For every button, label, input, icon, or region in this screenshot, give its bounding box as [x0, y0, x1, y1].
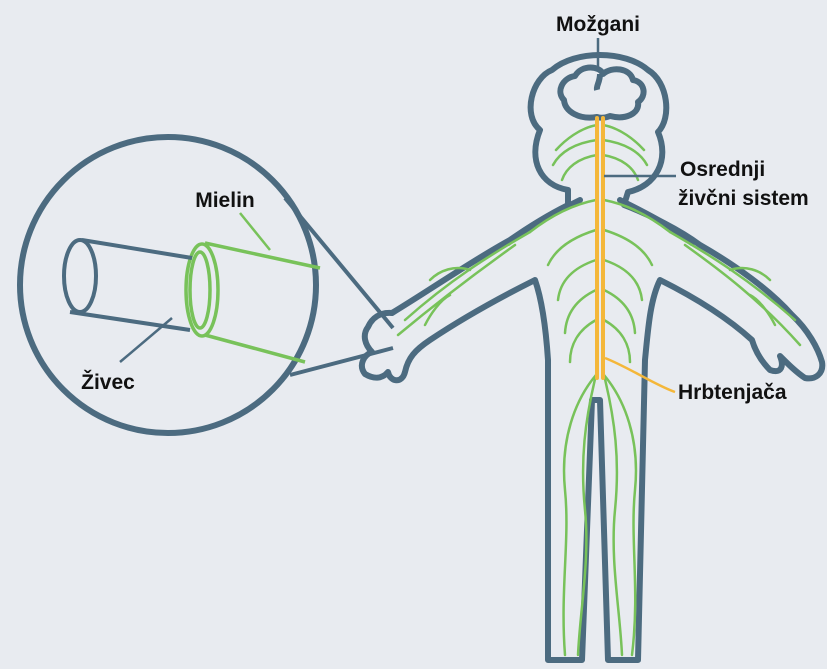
label-spinal-cord: Hrbtenjača [678, 381, 787, 404]
body-outline [362, 55, 822, 660]
label-myelin: Mielin [195, 189, 255, 212]
spinal-cord [597, 118, 603, 378]
label-cns-line1: Osrednji [680, 158, 765, 181]
brain-shape [560, 68, 643, 118]
label-brain: Možgani [556, 13, 640, 36]
label-cns-line2: živčni sistem [678, 187, 809, 210]
nerve-cylinder [64, 240, 320, 362]
label-nerve: Živec [81, 370, 135, 394]
leader-lines [120, 38, 676, 392]
magnifier-circle [20, 137, 393, 433]
